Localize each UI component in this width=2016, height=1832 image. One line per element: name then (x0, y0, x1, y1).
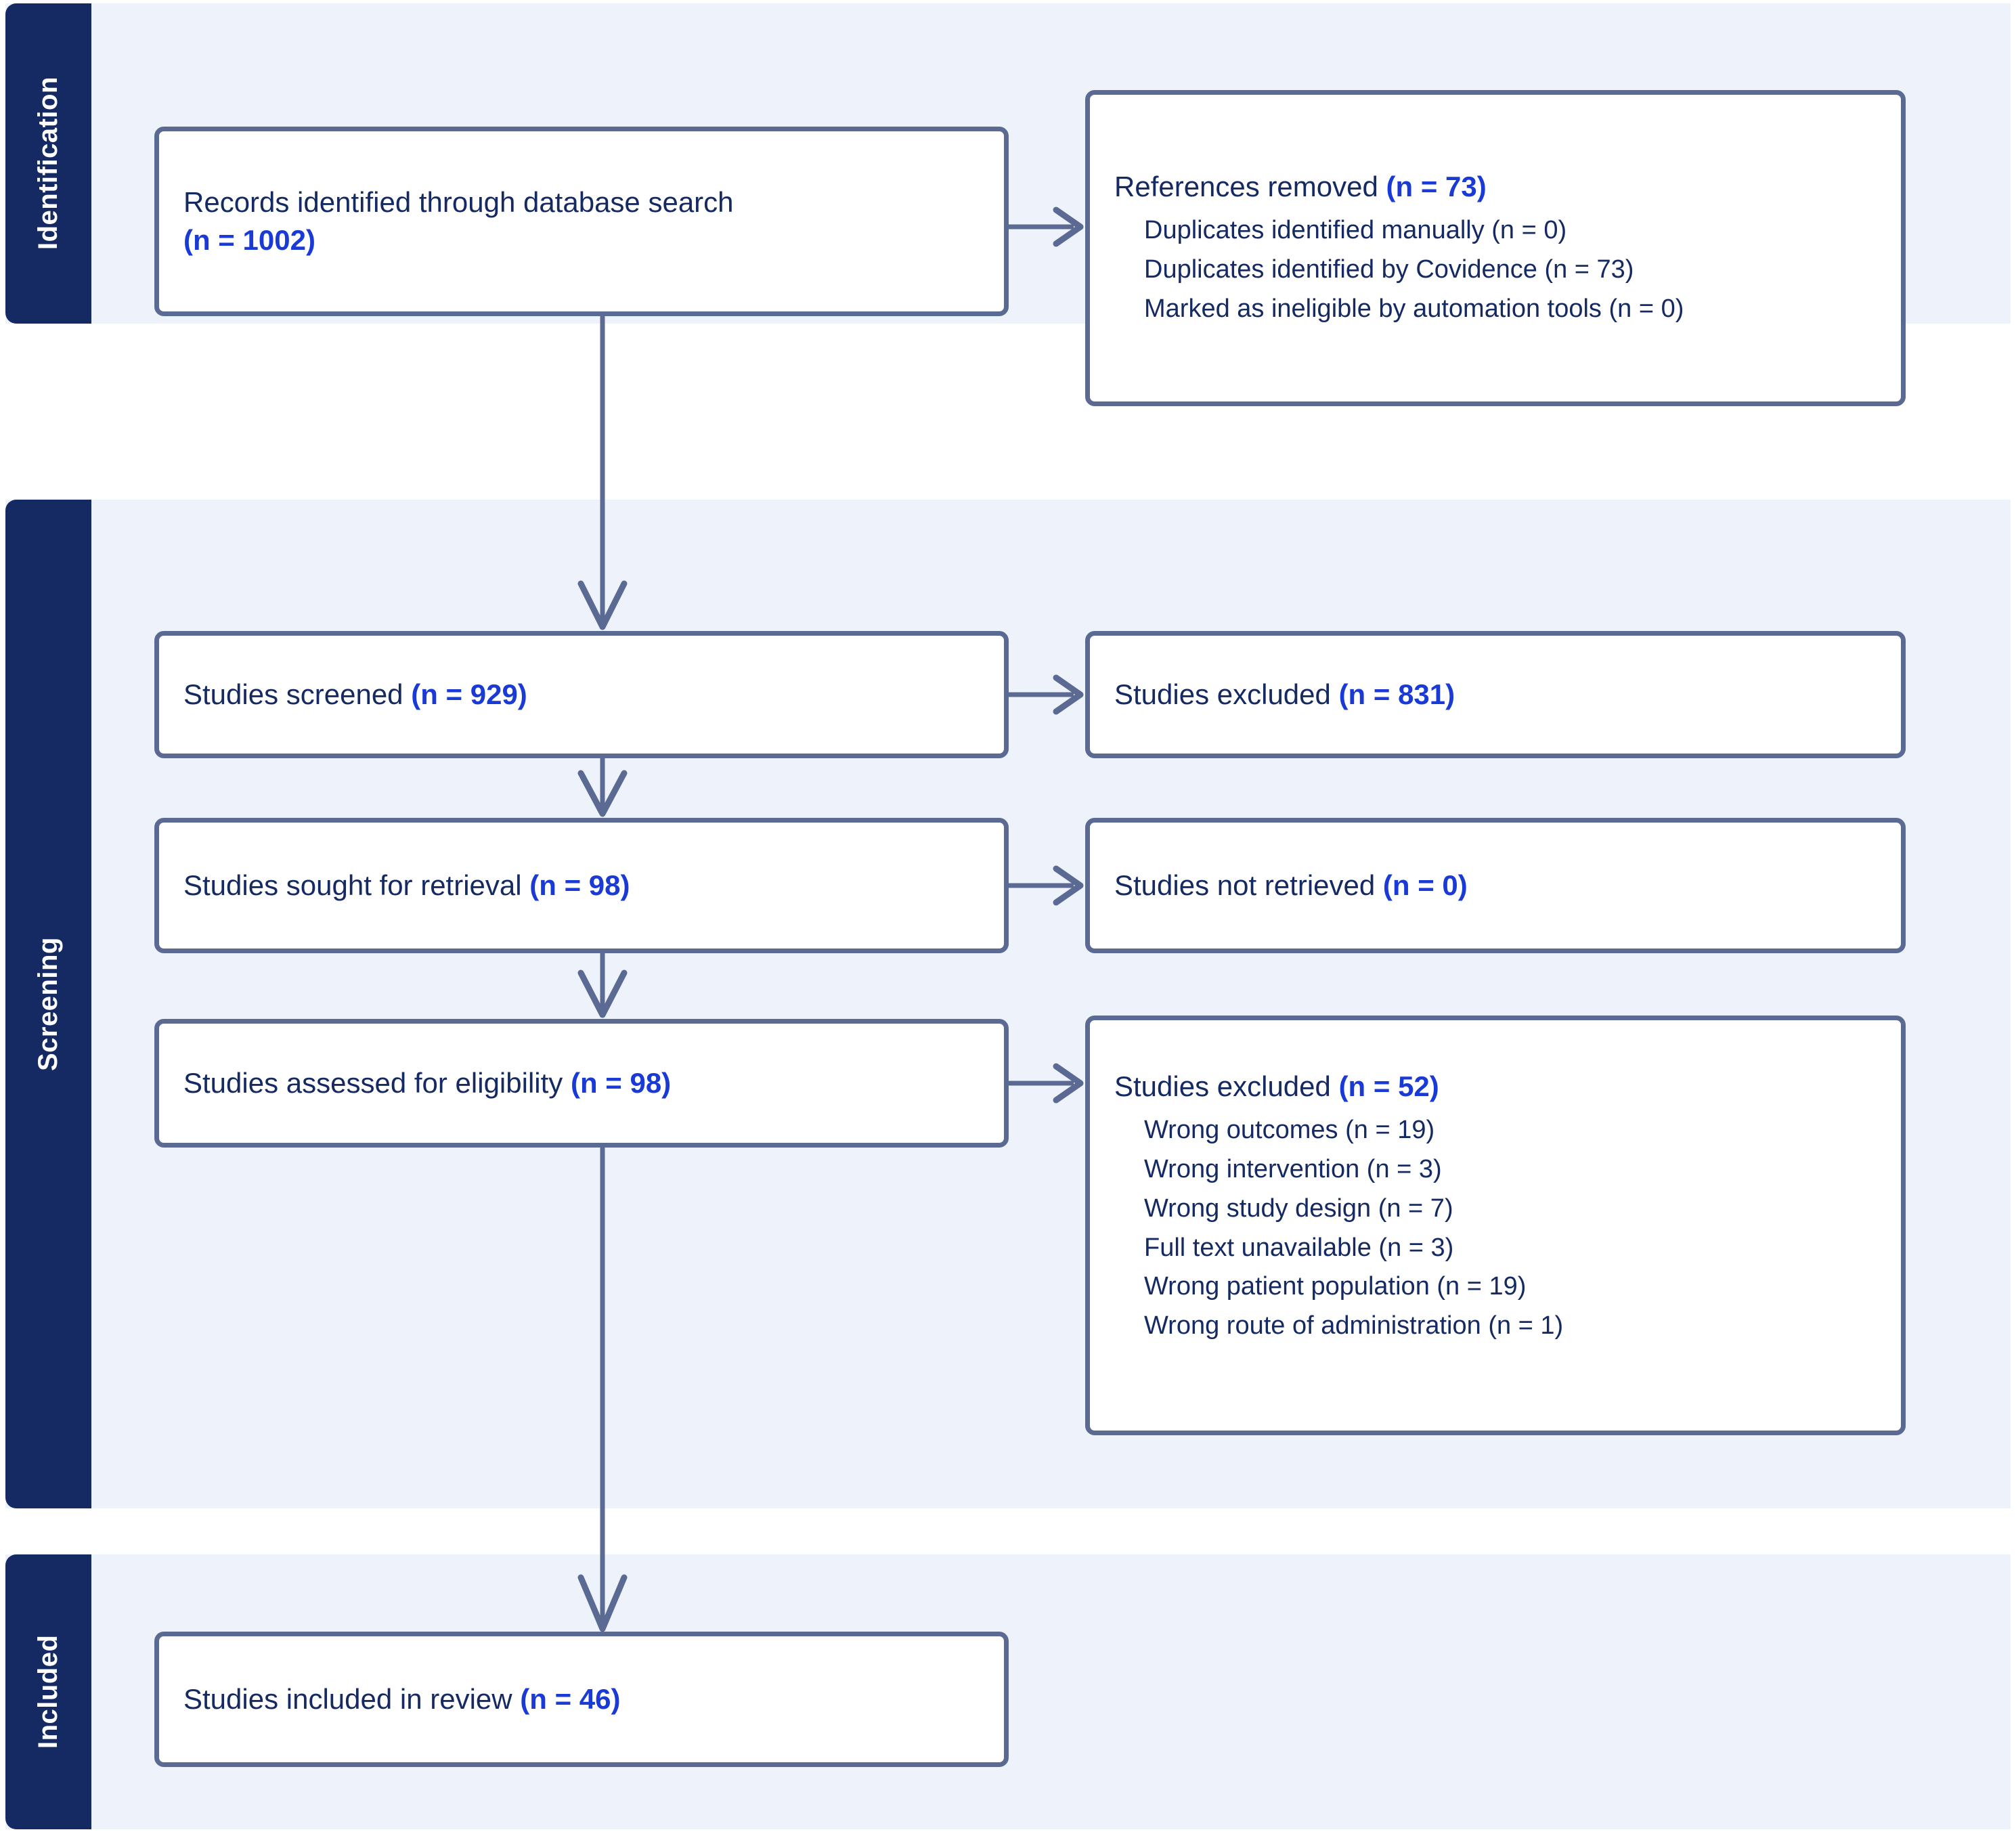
phase-sidebar-identification (5, 3, 91, 324)
node-excluded-eligibility-label: Studies excluded (1114, 1070, 1331, 1102)
node-screened-text: Studies screened (n = 929) (159, 676, 1004, 714)
node-identified-text: Records identified through database sear… (159, 183, 1004, 260)
node-studies-screened[interactable]: Studies screened (n = 929) (154, 631, 1009, 758)
node-excluded-eligibility-reason-list: Wrong outcomes (n = 19) Wrong interventi… (1090, 1111, 1901, 1346)
phase-label-screening: Screening (33, 937, 63, 1071)
node-notretrieved-text: Studies not retrieved (n = 0) (1090, 867, 1901, 904)
list-item: Wrong patient population (n = 19) (1144, 1272, 1527, 1301)
node-studies-assessed-for-eligibility[interactable]: Studies assessed for eligibility (n = 98… (154, 1019, 1009, 1148)
node-removed-heading: References removed (n = 73) (1090, 168, 1901, 206)
node-sought-label: Studies sought for retrieval (183, 869, 522, 901)
list-item: Duplicates identified by Covidence (n = … (1144, 255, 1634, 284)
phase-label-included: Included (33, 1634, 63, 1749)
node-excluded-screening-text: Studies excluded (n = 831) (1090, 676, 1901, 714)
node-records-identified[interactable]: Records identified through database sear… (154, 127, 1009, 316)
list-item: Wrong study design (n = 7) (1144, 1194, 1453, 1223)
node-studies-included-in-review[interactable]: Studies included in review (n = 46) (154, 1632, 1009, 1767)
node-studies-excluded-eligibility[interactable]: Studies excluded (n = 52) Wrong outcomes… (1085, 1016, 1906, 1435)
node-screened-count: (n = 929) (411, 678, 527, 710)
node-screened-label: Studies screened (183, 678, 403, 710)
node-included-count: (n = 46) (520, 1682, 621, 1715)
list-item: Wrong intervention (n = 3) (1144, 1155, 1442, 1184)
node-assessed-count: (n = 98) (570, 1066, 672, 1099)
list-item: Marked as ineligible by automation tools… (1144, 294, 1684, 323)
node-removed-count: (n = 73) (1386, 170, 1487, 202)
node-notretrieved-count: (n = 0) (1382, 869, 1468, 901)
node-identified-label: Records identified through database sear… (183, 186, 734, 218)
node-excluded-eligibility-heading: Studies excluded (n = 52) (1090, 1068, 1901, 1106)
node-removed-reason-list: Duplicates identified manually (n = 0) D… (1090, 211, 1901, 328)
node-studies-excluded-screening[interactable]: Studies excluded (n = 831) (1085, 631, 1906, 758)
node-studies-not-retrieved[interactable]: Studies not retrieved (n = 0) (1085, 818, 1906, 953)
node-included-label: Studies included in review (183, 1682, 512, 1715)
phase-sidebar-screening (5, 500, 91, 1508)
phase-label-identification: Identification (33, 77, 63, 250)
node-sought-text: Studies sought for retrieval (n = 98) (159, 867, 1004, 904)
node-studies-sought-for-retrieval[interactable]: Studies sought for retrieval (n = 98) (154, 818, 1009, 953)
node-assessed-label: Studies assessed for eligibility (183, 1066, 563, 1099)
node-removed-label: References removed (1114, 170, 1378, 202)
list-item: Wrong route of administration (n = 1) (1144, 1311, 1564, 1340)
node-excluded-eligibility-body: Studies excluded (n = 52) Wrong outcomes… (1090, 1068, 1901, 1346)
list-item: Wrong outcomes (n = 19) (1144, 1116, 1435, 1145)
list-item: Full text unavailable (n = 3) (1144, 1233, 1454, 1262)
node-sought-count: (n = 98) (529, 869, 630, 901)
node-excluded-screening-count: (n = 831) (1338, 678, 1455, 710)
node-removed-body: References removed (n = 73) Duplicates i… (1090, 168, 1901, 329)
list-item: Duplicates identified manually (n = 0) (1144, 216, 1567, 244)
node-identified-count: (n = 1002) (183, 224, 315, 256)
node-references-removed[interactable]: References removed (n = 73) Duplicates i… (1085, 90, 1906, 406)
node-excluded-eligibility-count: (n = 52) (1338, 1070, 1439, 1102)
node-included-text: Studies included in review (n = 46) (159, 1680, 1004, 1718)
phase-sidebar-included (5, 1554, 91, 1829)
node-assessed-text: Studies assessed for eligibility (n = 98… (159, 1064, 1004, 1102)
node-excluded-screening-label: Studies excluded (1114, 678, 1331, 710)
node-notretrieved-label: Studies not retrieved (1114, 869, 1376, 901)
